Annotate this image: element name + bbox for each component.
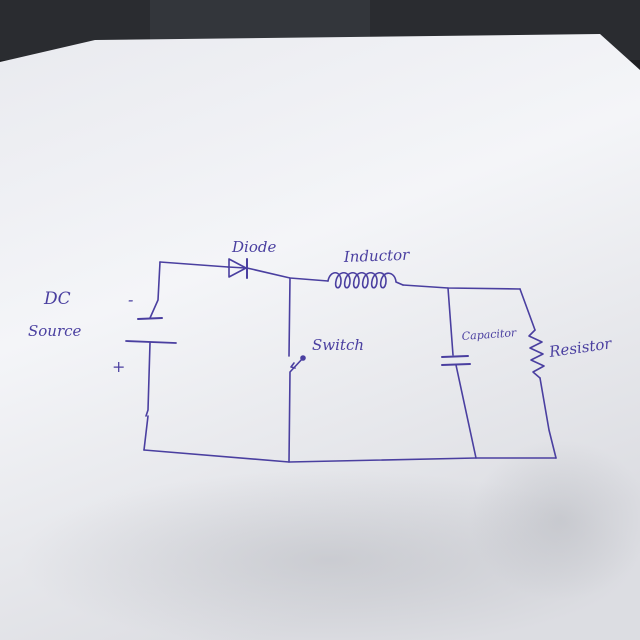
source-label-line2: Source <box>28 322 82 340</box>
diode-label: Diode <box>231 238 276 256</box>
wire-capacitor-bottom <box>455 364 477 459</box>
battery-minus-sign: - <box>128 290 133 309</box>
battery-plus-sign: + <box>112 357 125 376</box>
paper-shadow-right <box>470 440 640 600</box>
wire-resistor-bottom <box>539 377 557 459</box>
wire-resistor-top <box>519 288 536 331</box>
switch-blade <box>288 357 304 463</box>
wire-capacitor-top <box>447 287 454 356</box>
wire-left-upper <box>149 261 161 319</box>
switch-arrow <box>290 362 296 369</box>
wire-left-lower <box>143 342 151 451</box>
inductor-coil <box>327 271 404 289</box>
resistor-zigzag <box>528 329 545 379</box>
wire-top-left <box>159 261 229 268</box>
capacitor-label: Capacitor <box>461 326 517 343</box>
wire-switch-top <box>288 277 291 357</box>
circuit-drawing <box>125 258 557 463</box>
wire-bottom <box>143 449 557 463</box>
battery-long-plate <box>125 340 177 344</box>
background-object <box>150 0 370 40</box>
diode-triangle <box>228 258 247 278</box>
inductor-label: Inductor <box>343 246 411 266</box>
diode-lead <box>227 266 247 269</box>
capacitor-plate-top <box>441 355 469 358</box>
switch-label: Switch <box>312 336 364 354</box>
source-label-line1: DC <box>43 289 71 309</box>
battery-short-plate <box>137 317 163 320</box>
